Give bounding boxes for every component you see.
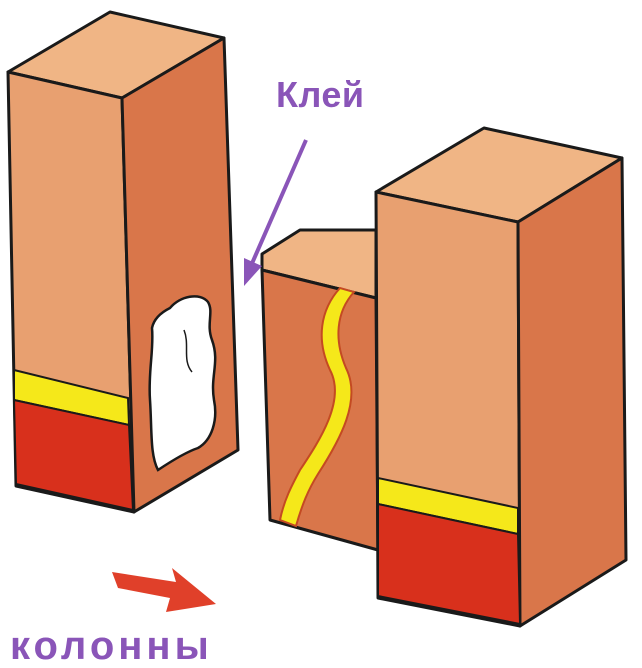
back-block-front xyxy=(262,270,378,550)
right-block-side xyxy=(518,158,626,626)
back-block xyxy=(262,230,378,550)
red-arrow-icon xyxy=(112,568,216,612)
caption-text: колонны xyxy=(10,626,213,666)
glue-label: Клей xyxy=(276,74,365,116)
